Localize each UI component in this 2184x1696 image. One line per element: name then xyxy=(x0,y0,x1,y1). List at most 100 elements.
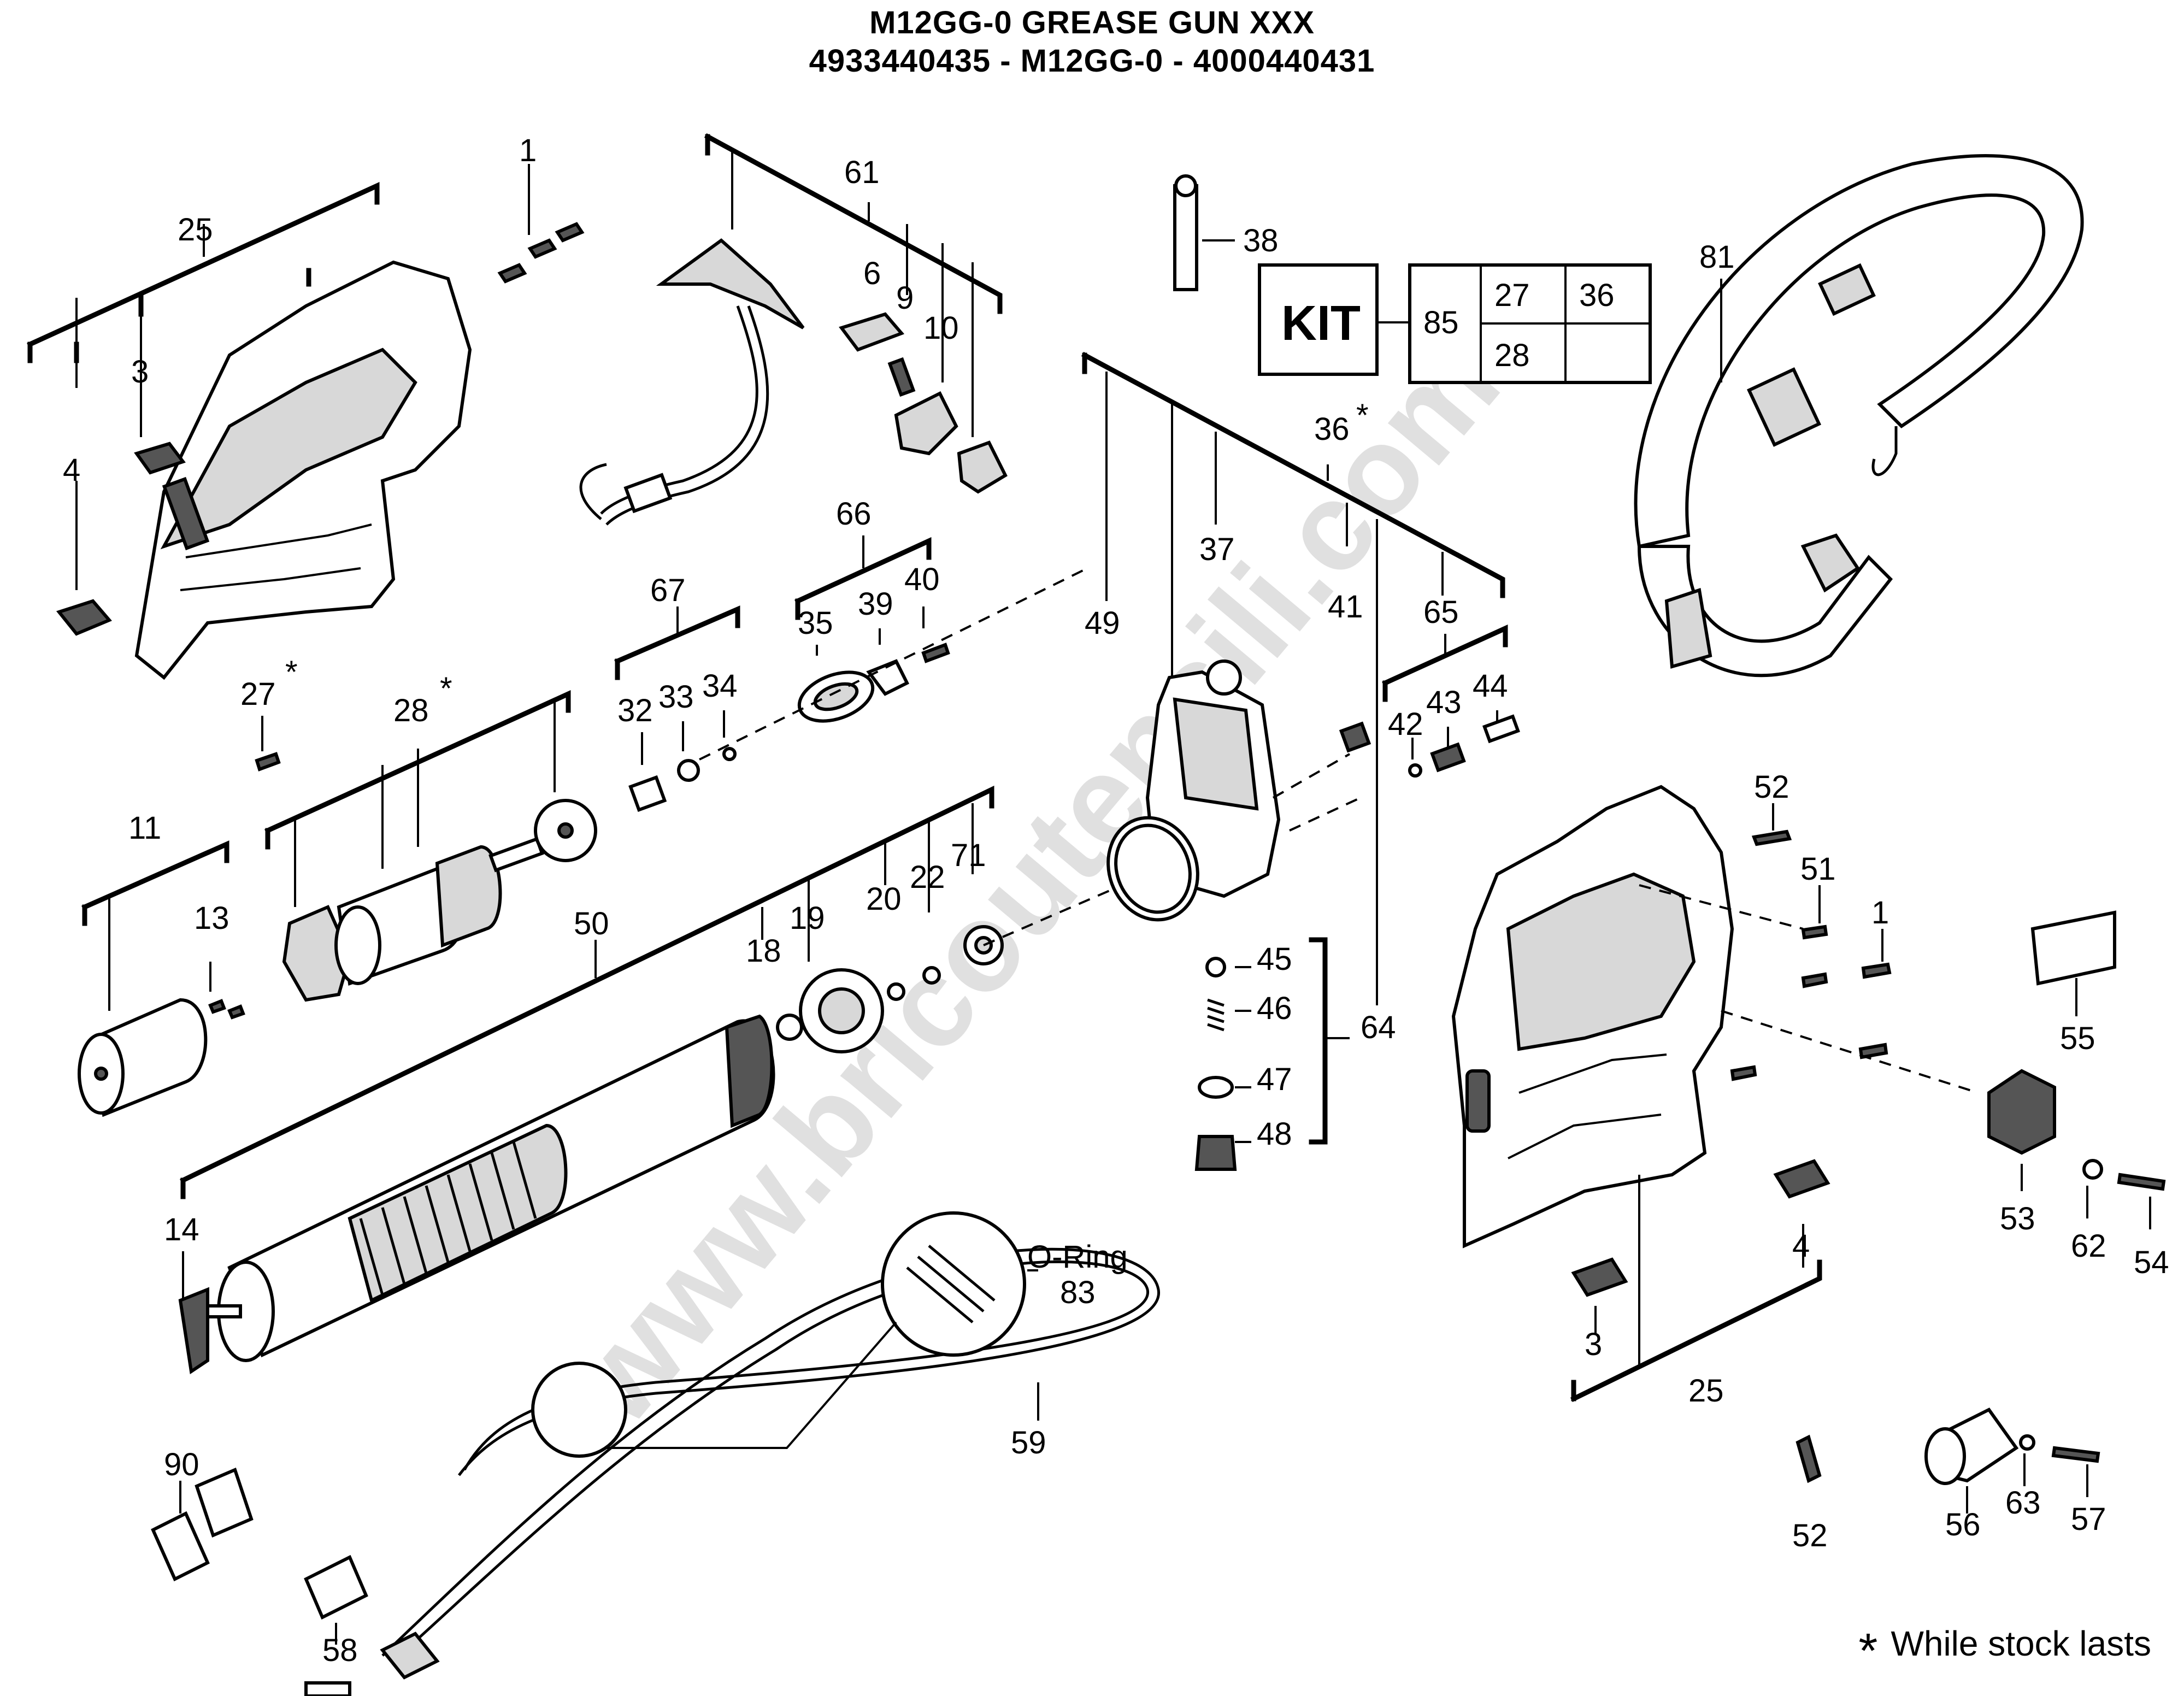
bracket-25-left xyxy=(27,181,380,348)
label-43: 43 xyxy=(1426,685,1462,720)
label-63: 63 xyxy=(2005,1485,2041,1521)
dc-motor-11 xyxy=(78,998,245,1117)
label-3-left: 3 xyxy=(131,354,149,390)
label-71: 71 xyxy=(951,838,986,873)
diagram-subtitle: 4933440435 - M12GG-0 - 4000440431 xyxy=(809,43,1375,79)
button-3-right xyxy=(1571,1257,1628,1297)
label-14: 14 xyxy=(164,1212,199,1247)
label-62: 62 xyxy=(2071,1228,2106,1264)
label-25-left: 25 xyxy=(178,212,213,248)
assembly-axis-1 xyxy=(699,567,1088,761)
label-plate-55 xyxy=(2030,910,2116,986)
kit-item-36: 36 xyxy=(1579,278,1615,313)
label-22: 22 xyxy=(910,859,945,895)
diagram-title: M12GG-0 GREASE GUN XXX xyxy=(869,5,1315,40)
oring-detail-circle xyxy=(881,1211,1026,1357)
left-housing xyxy=(56,260,472,680)
screw-52-bottom xyxy=(1796,1434,1822,1483)
gear-parts xyxy=(797,643,950,723)
screw-27 xyxy=(255,752,281,772)
footnote: * While stock lasts xyxy=(1858,1623,2151,1680)
pin-38 xyxy=(1173,184,1198,291)
label-39: 39 xyxy=(858,586,893,622)
check-valve-parts xyxy=(1194,957,1237,1171)
kit-table: KIT 85 27 36 28 xyxy=(1258,263,1652,384)
label-65: 65 xyxy=(1423,594,1459,630)
bracket-25-right xyxy=(1570,1259,1822,1403)
bracket-61 xyxy=(704,133,1003,314)
hose-detail-circle xyxy=(531,1362,627,1458)
grease-hose xyxy=(304,1247,1160,1696)
label-41: 41 xyxy=(1328,589,1363,625)
bracket-66 xyxy=(794,537,932,620)
label-28: 28 xyxy=(393,693,429,728)
bracket-67 xyxy=(614,605,740,680)
label-36: 36 xyxy=(1314,411,1350,447)
motor-assembly xyxy=(282,799,597,1002)
bearing-parts xyxy=(628,747,737,812)
valve-parts xyxy=(1408,714,1520,778)
label-40: 40 xyxy=(904,562,940,597)
label-18: 18 xyxy=(746,933,781,969)
label-59: 59 xyxy=(1011,1425,1046,1461)
bracket-64 xyxy=(1309,937,1328,1145)
pump-housing xyxy=(1106,659,1371,922)
assembly-axis-6 xyxy=(1639,884,1804,930)
assembly-axis-3 xyxy=(1273,753,1350,799)
label-37: 37 xyxy=(1199,532,1235,567)
label-11: 11 xyxy=(128,810,161,846)
footnote-symbol: * xyxy=(1858,1624,1878,1679)
wiring-harness xyxy=(579,238,805,526)
screws-part-1 xyxy=(497,222,585,284)
footnote-text: While stock lasts xyxy=(1891,1624,2151,1663)
assembly-axis-4 xyxy=(1289,797,1361,832)
switch-parts xyxy=(839,312,1008,494)
label-67: 67 xyxy=(650,573,686,608)
label-66: 66 xyxy=(836,496,872,532)
kit-item-27: 27 xyxy=(1494,278,1530,313)
label-57: 57 xyxy=(2071,1501,2106,1537)
label-64: 64 xyxy=(1361,1010,1396,1045)
label-33: 33 xyxy=(658,679,694,715)
label-55: 55 xyxy=(2060,1021,2095,1056)
nozzle-cap-53 xyxy=(1987,1069,2166,1191)
label-56: 56 xyxy=(1945,1507,1981,1542)
label-oring: O-Ring xyxy=(1027,1239,1128,1275)
label-20: 20 xyxy=(866,881,902,917)
label-83: 83 xyxy=(1060,1275,1096,1310)
label-49: 49 xyxy=(1085,605,1120,641)
label-27: 27 xyxy=(240,676,276,712)
grease-barrel xyxy=(178,925,1004,1375)
label-9: 9 xyxy=(896,280,914,316)
label-48: 48 xyxy=(1257,1116,1292,1152)
label-42: 42 xyxy=(1388,706,1423,742)
bracket-28 xyxy=(264,690,571,850)
label-81: 81 xyxy=(1699,239,1735,275)
asterisk-28: * xyxy=(440,671,452,706)
label-1-top: 1 xyxy=(519,133,537,168)
label-35: 35 xyxy=(798,605,833,641)
label-90: 90 xyxy=(164,1447,199,1482)
label-47: 47 xyxy=(1257,1062,1292,1097)
right-housing xyxy=(1451,785,1734,1249)
label-53: 53 xyxy=(2000,1201,2035,1236)
label-58: 58 xyxy=(322,1633,358,1668)
kit-number-85: 85 xyxy=(1423,305,1459,340)
label-4-right: 4 xyxy=(1792,1228,1810,1264)
label-50: 50 xyxy=(574,906,609,941)
label-45: 45 xyxy=(1257,941,1292,977)
label-32: 32 xyxy=(617,693,653,728)
kit-label: KIT xyxy=(1281,296,1361,351)
label-3-right: 3 xyxy=(1585,1327,1602,1362)
label-25-right: 25 xyxy=(1688,1373,1724,1409)
label-34: 34 xyxy=(702,668,738,704)
bracket-36 xyxy=(1081,351,1505,598)
label-61: 61 xyxy=(844,155,880,190)
label-44: 44 xyxy=(1473,668,1508,704)
asterisk-27: * xyxy=(285,655,298,690)
bracket-50 xyxy=(179,785,994,1199)
label-1-right: 1 xyxy=(1871,895,1889,931)
label-51: 51 xyxy=(1800,851,1836,887)
label-38: 38 xyxy=(1243,223,1279,258)
